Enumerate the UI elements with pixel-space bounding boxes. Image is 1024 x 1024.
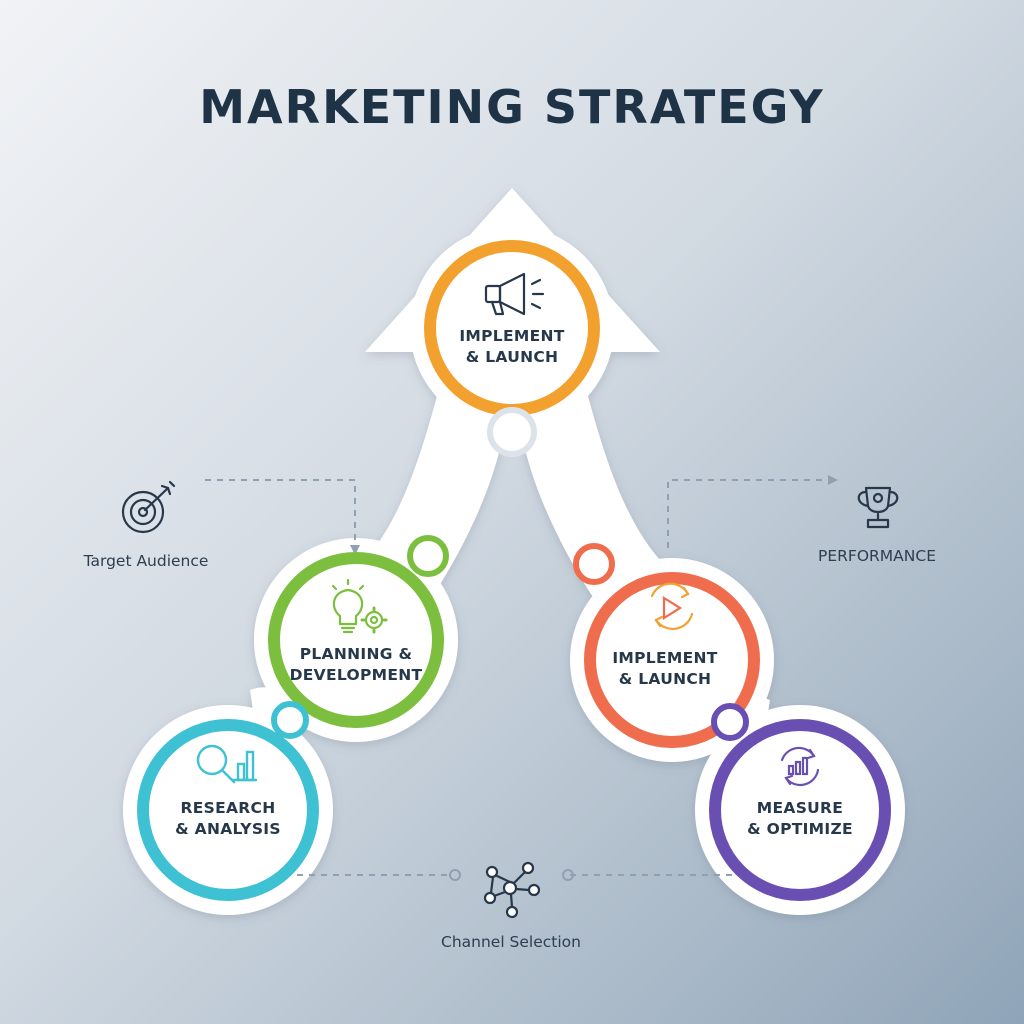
magnifier-chart-icon: [196, 744, 258, 784]
arrowhead-target: [350, 545, 360, 555]
ring-right: [584, 572, 760, 748]
step-label-planning-line1: PLANNING &: [299, 645, 413, 663]
step-label-top-line2: & LAUNCH: [465, 348, 559, 366]
step-label-top: IMPLEMENT & LAUNCH: [417, 326, 607, 368]
dashed-connectors: [205, 479, 830, 876]
arrowhead-performance: [828, 475, 838, 485]
step-label-research: RESEARCH & ANALYSIS: [133, 798, 323, 840]
connector-dot-left: [449, 869, 461, 881]
step-label-measure-line1: MEASURE: [756, 799, 844, 817]
target-audience-label: Target Audience: [83, 552, 209, 570]
ring-research: [137, 719, 319, 901]
step-label-top-line1: IMPLEMENT: [459, 327, 565, 345]
play-cycle-icon: [650, 582, 694, 630]
step-label-right: IMPLEMENT & LAUNCH: [570, 648, 760, 690]
step-label-research-line1: RESEARCH: [180, 799, 276, 817]
step-label-measure-line2: & OPTIMIZE: [747, 820, 853, 838]
step-label-right-line2: & LAUNCH: [618, 670, 712, 688]
performance-label: PERFORMANCE: [818, 547, 936, 565]
ring-planning: [268, 552, 444, 728]
joint-measure: [711, 703, 749, 741]
channel-selection-label: Channel Selection: [441, 933, 581, 951]
step-label-planning-line2: DEVELOPMENT: [289, 666, 423, 684]
step-label-measure: MEASURE & OPTIMIZE: [705, 798, 895, 840]
trophy-icon: [857, 486, 899, 529]
target-icon: [121, 480, 176, 534]
step-label-right-line1: IMPLEMENT: [612, 649, 718, 667]
ring-measure: [709, 719, 891, 901]
connector-dot-right: [562, 869, 574, 881]
step-label-research-line2: & ANALYSIS: [175, 820, 281, 838]
joint-right: [573, 543, 615, 585]
megaphone-icon: [484, 272, 545, 316]
joint-research: [271, 701, 309, 739]
step-label-planning: PLANNING & DEVELOPMENT: [261, 644, 451, 686]
joint-top: [487, 407, 537, 457]
joint-planning: [407, 535, 449, 577]
chart-cycle-icon: [780, 746, 820, 787]
lightbulb-gear-icon: [331, 578, 384, 634]
gear-teeth: [360, 606, 388, 634]
page-title: MARKETING STRATEGY: [199, 80, 825, 134]
network-icon: [483, 861, 541, 919]
